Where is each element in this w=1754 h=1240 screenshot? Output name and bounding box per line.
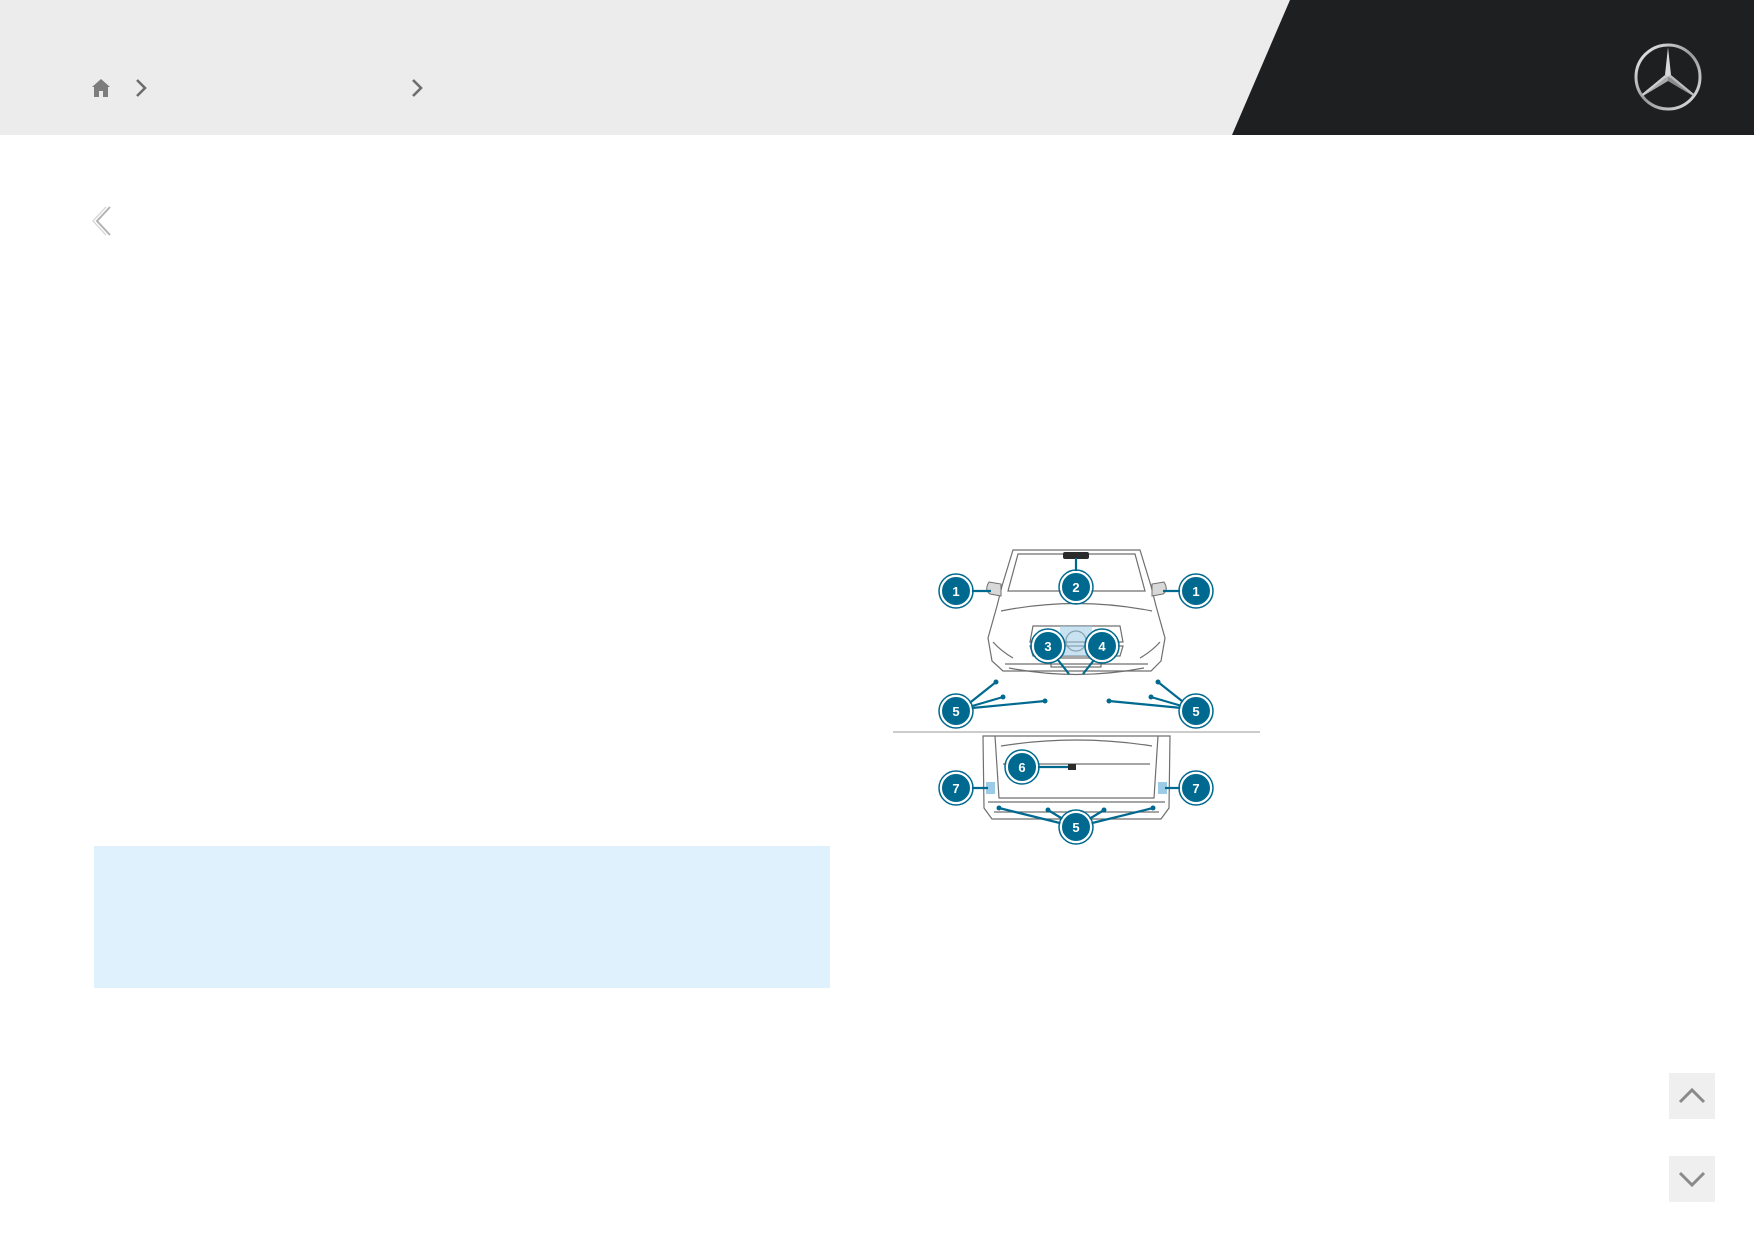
callout-badge: 1 <box>1178 573 1214 609</box>
callout-badge: 4 <box>1084 628 1120 664</box>
callout-label: 7 <box>1192 781 1199 796</box>
callout-label: 2 <box>1072 580 1079 595</box>
scroll-up-button[interactable] <box>1669 1073 1715 1119</box>
breadcrumb <box>90 72 424 104</box>
callout-label: 5 <box>952 704 959 719</box>
callout-label: 1 <box>1192 584 1199 599</box>
callout-label: 3 <box>1044 639 1051 654</box>
vehicle-sensor-figure: 1 2 1 3 4 5 5 <box>893 546 1260 846</box>
chevron-down-icon <box>1678 1171 1706 1188</box>
callout-badge: 7 <box>938 770 974 806</box>
callout-badge: 1 <box>938 573 974 609</box>
back-button[interactable] <box>88 203 118 239</box>
callout-label: 5 <box>1072 820 1079 835</box>
callout-label: 4 <box>1098 639 1106 654</box>
callout-badge: 5 <box>1178 693 1214 729</box>
chevron-right-icon <box>134 77 148 99</box>
callout-label: 6 <box>1018 760 1025 775</box>
callout-badge: 3 <box>1030 628 1066 664</box>
callout-badge: 5 <box>1058 809 1094 845</box>
home-icon[interactable] <box>90 77 112 99</box>
callout-badge: 2 <box>1058 569 1094 605</box>
callout-badge: 5 <box>938 693 974 729</box>
note-box <box>94 846 830 988</box>
header-dark-panel <box>1232 0 1754 135</box>
chevron-left-icon <box>92 206 111 236</box>
callout-label: 1 <box>952 584 959 599</box>
callout-badge: 7 <box>1178 770 1214 806</box>
callout-label: 7 <box>952 781 959 796</box>
callout-badge: 6 <box>1004 749 1040 785</box>
mercedes-star-icon[interactable] <box>1633 42 1703 112</box>
chevron-up-icon <box>1678 1087 1706 1104</box>
scroll-down-button[interactable] <box>1669 1156 1715 1202</box>
chevron-right-icon <box>410 77 424 99</box>
callout-label: 5 <box>1192 704 1199 719</box>
